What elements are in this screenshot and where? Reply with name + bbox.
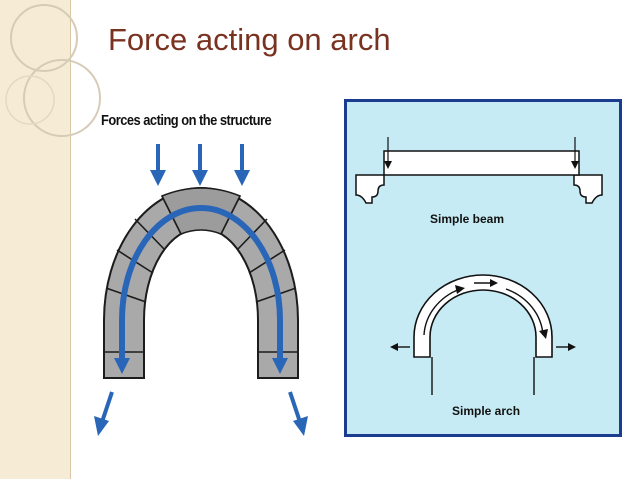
side-band <box>0 0 70 479</box>
thrust-path <box>114 205 288 374</box>
decorative-rings <box>5 4 101 137</box>
arch-stones <box>103 187 299 379</box>
arch-force-diagram <box>94 144 308 436</box>
reaction-arrow-icon <box>288 391 308 436</box>
down-arrow-icon <box>192 144 208 186</box>
load-arrows <box>150 144 250 186</box>
slide-title: Force acting on arch <box>108 22 391 57</box>
simple-beam-diagram <box>355 137 603 204</box>
beam-vs-arch-panel: Simple beam Simple arch <box>344 99 622 437</box>
left-figure-caption: Forces acting on the structure <box>101 112 272 129</box>
simple-beam-label: Simple beam <box>430 212 504 226</box>
side-band-divider <box>70 0 71 479</box>
down-arrow-icon <box>150 144 166 186</box>
down-arrow-icon <box>234 144 250 186</box>
reaction-arrow-icon <box>94 391 114 436</box>
simple-arch-diagram <box>390 274 576 395</box>
simple-arch-label: Simple arch <box>452 404 520 418</box>
